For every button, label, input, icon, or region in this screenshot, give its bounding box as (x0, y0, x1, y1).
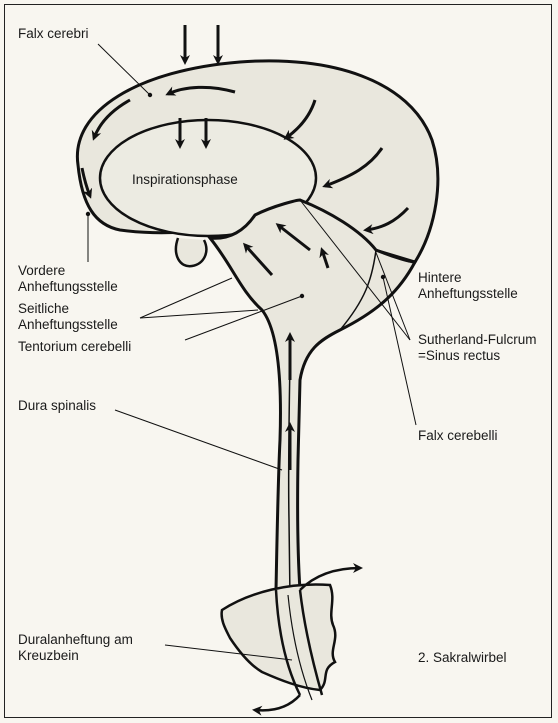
label-seitliche-anheftungsstelle: Seitliche Anheftungsstelle (18, 301, 118, 333)
leader-falx-cerebelli (383, 277, 416, 425)
label-hintere-anheftungsstelle: Hintere Anheftungsstelle (418, 270, 518, 302)
sacrum-shape (222, 584, 336, 690)
leader-dura-spinalis (115, 410, 282, 470)
tentorium-and-spinal-dura (210, 200, 415, 590)
label-inspirationsphase: Inspirationsphase (132, 172, 238, 187)
arrow-sacrum-bottom (255, 695, 300, 710)
label-duralanheftung: Duralanheftung am Kreuzbein (18, 632, 133, 664)
leader-seitliche-b (140, 310, 258, 318)
label-tentorium-cerebelli: Tentorium cerebelli (18, 339, 131, 355)
leader-seitliche-a (140, 278, 232, 318)
label-dura-spinalis: Dura spinalis (18, 398, 96, 414)
hypophysis-bump (176, 238, 206, 266)
leader-falx-cerebri (98, 44, 150, 95)
label-vordere-anheftungsstelle: Vordere Anheftungsstelle (18, 263, 118, 295)
label-falx-cerebelli: Falx cerebelli (418, 428, 498, 444)
label-sakralwirbel: 2. Sakralwirbel (418, 650, 507, 666)
label-falx-cerebri: Falx cerebri (18, 26, 89, 42)
label-sutherland-fulcrum: Sutherland-Fulcrum =Sinus rectus (418, 332, 537, 364)
